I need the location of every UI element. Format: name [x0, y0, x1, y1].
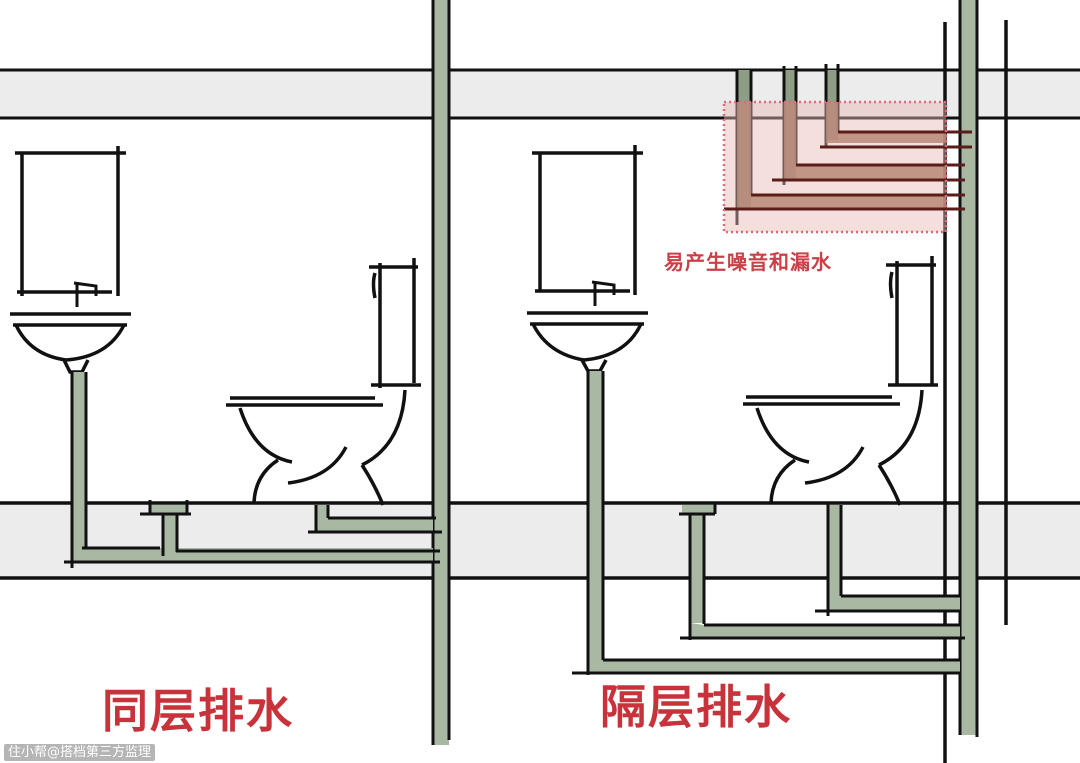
left-toilet-drain-pipe: [308, 505, 442, 534]
left-basin-drain-pipe: [64, 372, 440, 568]
left-basin: [10, 312, 131, 374]
right-faucet-icon: [591, 280, 616, 306]
right-toilet: [743, 256, 938, 506]
left-floor-drain: [140, 500, 191, 556]
inter-floor-drainage-title: 隔层排水: [600, 680, 792, 734]
upper-floor-slab: [0, 68, 1080, 120]
noise-leak-highlight-zone: [722, 100, 972, 234]
left-faucet-icon: [73, 281, 98, 307]
right-basin: [527, 311, 648, 373]
right-basin-drain-pipe: [572, 371, 960, 675]
same-floor-drainage-title: 同层排水: [102, 684, 294, 738]
right-floor-drain: [679, 502, 965, 640]
right-toilet-drain-pipe: [815, 502, 960, 616]
right-mirror: [532, 145, 643, 295]
left-toilet: [226, 258, 421, 506]
watermark: 住小帮@搭档第三方监理: [4, 744, 156, 761]
left-mirror: [15, 146, 126, 296]
center-drain-stack: [431, 0, 451, 745]
warning-label: 易产生噪音和漏水: [664, 250, 832, 274]
